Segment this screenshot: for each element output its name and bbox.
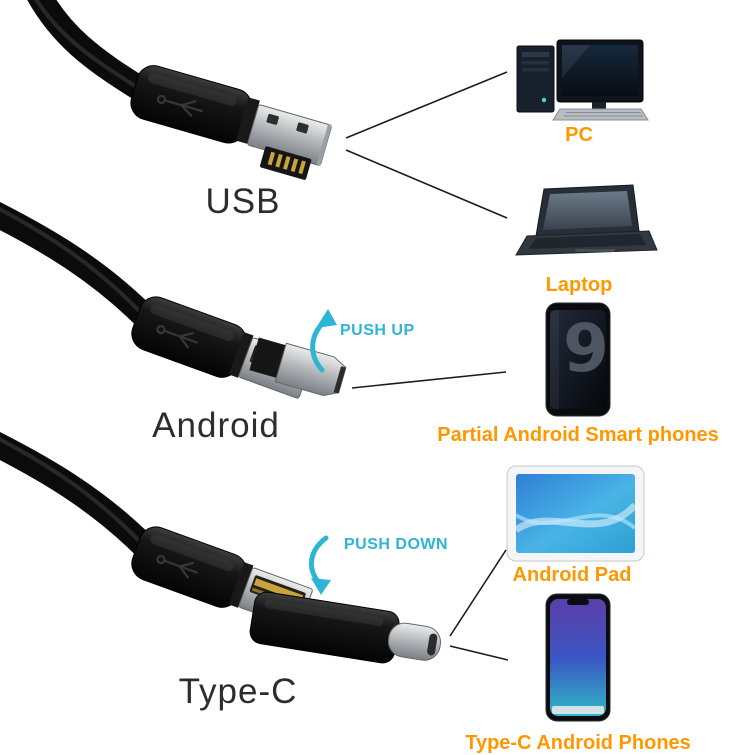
type-c-phone-icon — [545, 593, 611, 722]
android-cable-photo — [0, 202, 347, 399]
android-pad-icon — [506, 465, 645, 562]
usb-trident-emboss — [156, 324, 198, 349]
push-up-arrowhead — [316, 309, 337, 328]
android-phone-screen-digit: 9 — [550, 310, 606, 409]
connector-label-type-c: Type-C — [178, 672, 298, 711]
device-label-laptop: Laptop — [545, 274, 613, 296]
screen-digit-text: 9 — [563, 310, 606, 387]
push-down-arrow — [309, 535, 329, 587]
arrow-usb-to-pc — [345, 71, 508, 139]
arrow-type-c-to-pad — [449, 549, 507, 637]
device-label-type-c-phone: Type-C Android Phones — [465, 732, 691, 754]
type-c-plug — [249, 591, 441, 664]
device-label-android-phone: Partial Android Smart phones — [437, 424, 719, 446]
usb-gold-contacts — [267, 151, 306, 175]
connector-label-usb: USB — [205, 182, 281, 221]
usb-cable-photo — [27, 0, 332, 180]
push-up-label: PUSH UP — [340, 322, 415, 339]
arrow-android-to-phone — [351, 371, 507, 389]
android-phone-icon — [545, 302, 611, 417]
push-down-arrowhead — [311, 578, 331, 595]
type-c-cable-photo — [0, 432, 441, 664]
push-down-label: PUSH DOWN — [344, 536, 449, 553]
usb-trident-emboss — [156, 94, 204, 118]
usb-connector — [130, 65, 332, 180]
micro-usb-plug — [249, 337, 347, 397]
laptop-icon — [515, 184, 658, 256]
arrow-type-c-to-phone — [449, 645, 509, 661]
connector-label-android: Android — [152, 406, 280, 445]
usb-trident-emboss — [156, 554, 198, 579]
arrow-usb-to-laptop — [345, 149, 508, 219]
device-label-android-pad: Android Pad — [512, 564, 632, 586]
device-label-pc: PC — [565, 124, 593, 146]
pc-icon — [516, 39, 649, 121]
